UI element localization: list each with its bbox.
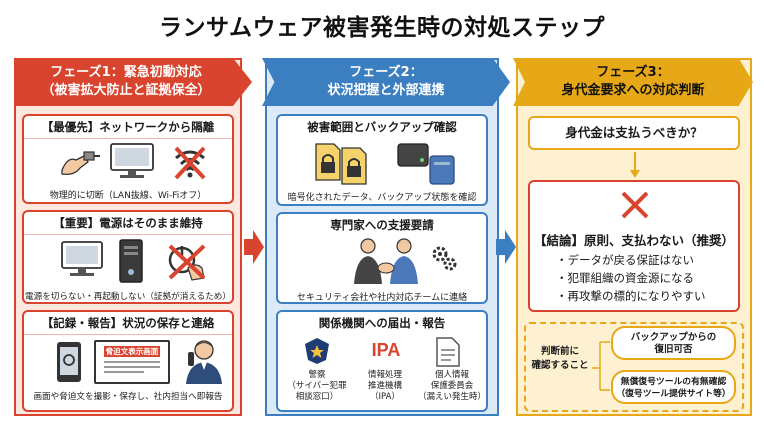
power-button-no-touch-icon	[168, 244, 206, 281]
card-caption: 物理的に切断（LAN抜線、Wi-Fiオフ）	[49, 191, 207, 201]
card-network-isolation: 【最優先】ネットワークから隔離 物理的に切断（LAN抜線、Wi-Fiオフ）	[22, 114, 234, 204]
card-title: 【記録・報告】状況の保存と連絡	[24, 315, 232, 335]
phase1-to-phase2-arrow-icon	[244, 230, 264, 264]
org-line: （IPA）	[370, 392, 400, 402]
phase3-header-line2: 身代金要求への対応判断	[561, 83, 705, 98]
card-caption: 電源を切らない・再起動しない（証拠が消えるため）	[25, 292, 231, 302]
phase3-header: フェーズ3： 身代金要求への対応判断	[513, 58, 753, 106]
ransom-note-screen: 脅迫文表示画面	[94, 340, 170, 384]
check-free-decryptor: 無償復号ツールの有無確認 （復号ツール提供サイト等）	[611, 370, 736, 404]
check-line: （復号ツール提供サイト等）	[616, 389, 731, 399]
reason-item: ・再攻撃の標的になりやすい	[556, 289, 706, 303]
conclusion-title: 【結論】原則、支払わない（推奨）	[533, 233, 734, 248]
card-caption: 画面や脅迫文を撮影・保存し、社内担当へ即報告	[33, 392, 223, 402]
monitor-icon	[110, 143, 154, 178]
handshake-experts-icon	[354, 238, 418, 284]
card-title: 【重要】電源はそのまま維持	[24, 215, 232, 235]
phase1-header-line1: フェーズ1：緊急初動対応	[50, 65, 202, 80]
conclusion-box: 【結論】原則、支払わない（推奨） ・データが戻る保証はない ・犯罪組織の資金源に…	[528, 180, 740, 312]
org-line: （サイバー犯罪	[287, 381, 347, 391]
card-record-report: 【記録・報告】状況の保存と連絡 脅迫文表示画面 画面や脅迫文を撮影・保存し、社内…	[22, 310, 234, 412]
check-backup-restore: バックアップからの 復旧可否	[611, 326, 736, 360]
reason-item: ・犯罪組織の資金源になる	[556, 271, 694, 285]
phase2-header: フェーズ2： 状況把握と外部連携	[262, 58, 510, 106]
pre-decision-checks	[524, 322, 744, 412]
document-icon	[436, 337, 460, 367]
org-ppc: 個人情報 保護委員会 （漏えい発生時）	[416, 370, 488, 403]
branch-connector	[592, 341, 610, 391]
phase2-to-phase3-arrow-icon	[496, 230, 516, 264]
page-title: ランサムウェア被害発生時の対処ステップ	[158, 15, 606, 41]
check-line: バックアップからの	[630, 332, 717, 343]
card-expert-support: 専門家への支援要請 セキュリティ会社や社内対応チームに連絡	[276, 212, 488, 304]
wifi-off-icon	[174, 146, 206, 180]
org-line: 警察	[308, 370, 326, 380]
check-line: 復旧可否	[654, 344, 693, 355]
check-line: 無償復号ツールの有無確認	[620, 377, 727, 387]
cross-mark-icon	[621, 191, 649, 219]
org-ipa: 情報処理 推進機構 （IPA）	[350, 370, 420, 403]
ransom-question: 身代金は支払うべきか？	[528, 116, 740, 150]
pc-tower-icon	[119, 239, 143, 283]
lan-cable-unplug-icon	[61, 151, 100, 176]
monitor-icon	[61, 241, 103, 276]
smartphone-camera-icon	[57, 342, 81, 382]
card-title: 【最優先】ネットワークから隔離	[24, 119, 232, 139]
org-line: 情報処理	[367, 370, 402, 380]
org-police: 警察 （サイバー犯罪 相談窓口）	[282, 370, 352, 403]
org-line: 推進機構	[367, 381, 402, 391]
encrypted-files-icon	[315, 143, 367, 185]
down-arrow-icon	[630, 152, 640, 178]
phase2-header-line1: フェーズ2：	[349, 65, 423, 80]
reason-item: ・データが戻る保証はない	[556, 253, 694, 267]
phase2-header-line2: 状況把握と外部連携	[327, 83, 445, 98]
org-line: （漏えい発生時）	[417, 392, 486, 402]
card-title: 被害範囲とバックアップ確認	[307, 120, 457, 134]
ransom-note-screen-label: 脅迫文表示画面	[104, 346, 160, 357]
pre-decision-label-line: 確認すること	[531, 360, 589, 371]
phase1-header-line2: （被害拡大防止と証拠保全）	[41, 83, 211, 98]
card-title: 関係機関への届出・報告	[318, 316, 446, 330]
gears-icon	[432, 246, 457, 271]
card-damage-backup-check: 被害範囲とバックアップ確認 暗号化されたデータ、バックアップ状態を確認	[276, 114, 488, 206]
police-badge-icon	[305, 338, 329, 364]
phase1-header: フェーズ1：緊急初動対応 （被害拡大防止と証拠保全）	[14, 58, 252, 106]
pre-decision-label: 判断前に 確認すること	[530, 345, 590, 373]
card-title: 専門家への支援要請	[330, 218, 434, 232]
phase3-header-line1: フェーズ3：	[596, 65, 670, 80]
card-caption: セキュリティ会社や社内対応チームに連絡	[296, 293, 468, 303]
card-caption: 暗号化されたデータ、バックアップ状態を確認	[287, 193, 477, 203]
org-line: 保護委員会	[430, 381, 474, 391]
ipa-logo: IPA	[371, 340, 401, 360]
card-authority-report: 関係機関への届出・報告 IPA 警察 （サイバー犯罪 相談窓口） 情報処理 推進…	[276, 310, 488, 412]
card-keep-power: 【重要】電源はそのまま維持 電源を切らない・再起動しない（証拠が消えるため）	[22, 210, 234, 304]
pre-decision-label-line: 判断前に	[540, 346, 579, 357]
backup-drives-icon	[397, 143, 455, 185]
org-line: 個人情報	[434, 370, 469, 380]
org-line: 相談窓口）	[295, 392, 339, 402]
staff-phone-call-icon	[186, 340, 222, 384]
